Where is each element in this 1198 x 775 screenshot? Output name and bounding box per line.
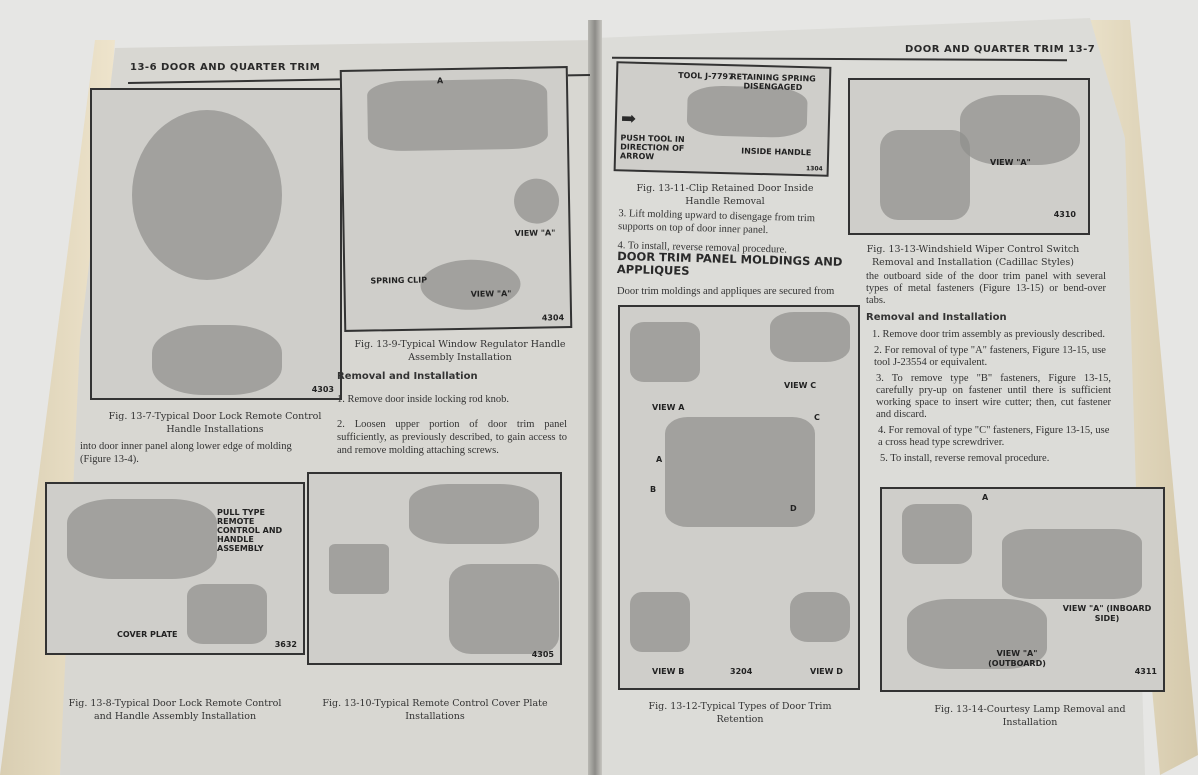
figure-13-7: 4303 bbox=[90, 88, 342, 400]
figure-13-10: 4305 bbox=[307, 472, 562, 665]
figure-number: 4303 bbox=[311, 385, 334, 394]
figure-label: VIEW A bbox=[652, 403, 685, 412]
figure-number: 4305 bbox=[531, 650, 554, 659]
step: 2. Loosen upper portion of door trim pan… bbox=[337, 419, 567, 456]
figure-caption: Fig. 13-14-Courtesy Lamp Removal and Ins… bbox=[934, 704, 1126, 728]
figure-label: COVER PLATE bbox=[117, 630, 178, 639]
body-text: into door inner panel along lower edge o… bbox=[80, 441, 292, 465]
section-heading: Removal and Installation bbox=[337, 371, 478, 382]
figure-13-13: VIEW "A" 4310 bbox=[848, 78, 1090, 235]
step: 4. For removal of type "C" fasteners, Fi… bbox=[878, 425, 1110, 448]
page-header: 13-6 DOOR AND QUARTER TRIM bbox=[130, 62, 321, 73]
figure-caption: Fig. 13-11-Clip Retained Door Inside Han… bbox=[636, 183, 814, 207]
figure-number: 1304 bbox=[805, 165, 823, 173]
removal-section-right: Removal and Installation 1. Remove door … bbox=[866, 312, 1111, 465]
figure-caption: Fig. 13-8-Typical Door Lock Remote Contr… bbox=[68, 698, 282, 722]
figure-number: 3632 bbox=[274, 640, 297, 649]
figure-label: VIEW "A" bbox=[514, 228, 556, 238]
body-text: the outboard side of the door trim panel… bbox=[866, 271, 1106, 306]
figure-label: TOOL J-7797 bbox=[678, 70, 734, 82]
figure-label: SPRING CLIP bbox=[370, 275, 428, 286]
figure-label: INSIDE HANDLE bbox=[741, 146, 812, 158]
figure-label: RETAINING SPRING DISENGAGED bbox=[730, 72, 816, 93]
figure-caption: Fig. 13-9-Typical Window Regulator Handl… bbox=[354, 339, 566, 363]
figure-label: C bbox=[814, 413, 820, 422]
figure-label: A bbox=[656, 455, 663, 464]
arrow-icon: ➡ bbox=[620, 108, 637, 130]
figure-13-12: VIEW A VIEW C A B C D VIEW B VIEW D 3204 bbox=[618, 305, 860, 690]
body-text: Door trim moldings and appliques are sec… bbox=[617, 286, 835, 297]
step: 3. Lift molding upward to disengage from… bbox=[617, 208, 816, 237]
figure-label: PULL TYPE REMOTE CONTROL AND HANDLE ASSE… bbox=[217, 508, 283, 553]
figure-13-14: A VIEW "A" (INBOARD SIDE) VIEW "A" (OUTB… bbox=[880, 487, 1165, 692]
figure-13-9: A VIEW "A" SPRING CLIP VIEW "A" 4304 bbox=[339, 66, 573, 332]
step: 1. Remove door trim assembly as previous… bbox=[872, 329, 1105, 340]
figure-label: VIEW B bbox=[652, 667, 685, 676]
figure-label: VIEW C bbox=[784, 381, 817, 390]
figure-label: PUSH TOOL IN DIRECTION OF ARROW bbox=[619, 133, 685, 162]
figure-number: 4304 bbox=[541, 313, 565, 323]
figure-number: 3204 bbox=[730, 667, 753, 676]
figure-label: VIEW "A" bbox=[990, 158, 1031, 167]
removal-section-left: Removal and Installation 1. Remove door … bbox=[337, 370, 567, 457]
figure-caption: Fig. 13-12-Typical Types of Door Trim Re… bbox=[648, 701, 832, 725]
figure-number: 4310 bbox=[1053, 210, 1076, 219]
step: 3. To remove type "B" fasteners, Figure … bbox=[876, 373, 1111, 420]
figure-label: A bbox=[436, 76, 444, 86]
page-header: DOOR AND QUARTER TRIM 13-7 bbox=[905, 44, 1096, 55]
figure-number: 4311 bbox=[1134, 667, 1157, 676]
figure-caption: Fig. 13-13-Windshield Wiper Control Swit… bbox=[866, 244, 1080, 268]
figure-label: VIEW D bbox=[810, 667, 843, 676]
figure-label: B bbox=[650, 485, 657, 494]
figure-label: VIEW "A" (OUTBOARD) bbox=[988, 649, 1046, 668]
figure-caption: Fig. 13-7-Typical Door Lock Remote Contr… bbox=[108, 411, 322, 435]
step: 5. To install, reverse removal procedure… bbox=[880, 453, 1050, 464]
figure-label: VIEW "A" (INBOARD SIDE) bbox=[1062, 604, 1152, 623]
figure-label: A bbox=[982, 493, 989, 502]
section-heading: Removal and Installation bbox=[866, 312, 1007, 323]
figure-label: D bbox=[790, 504, 797, 513]
figure-13-8: PULL TYPE REMOTE CONTROL AND HANDLE ASSE… bbox=[45, 482, 305, 655]
figure-caption: Fig. 13-10-Typical Remote Control Cover … bbox=[322, 698, 548, 722]
book-spine bbox=[588, 20, 602, 775]
figure-label: VIEW "A" bbox=[470, 289, 512, 299]
step: 1. Remove door inside locking rod knob. bbox=[337, 394, 510, 405]
step: 2. For removal of type "A" fasteners, Fi… bbox=[874, 345, 1106, 368]
figure-13-11: TOOL J-7797 RETAINING SPRING DISENGAGED … bbox=[613, 61, 832, 177]
